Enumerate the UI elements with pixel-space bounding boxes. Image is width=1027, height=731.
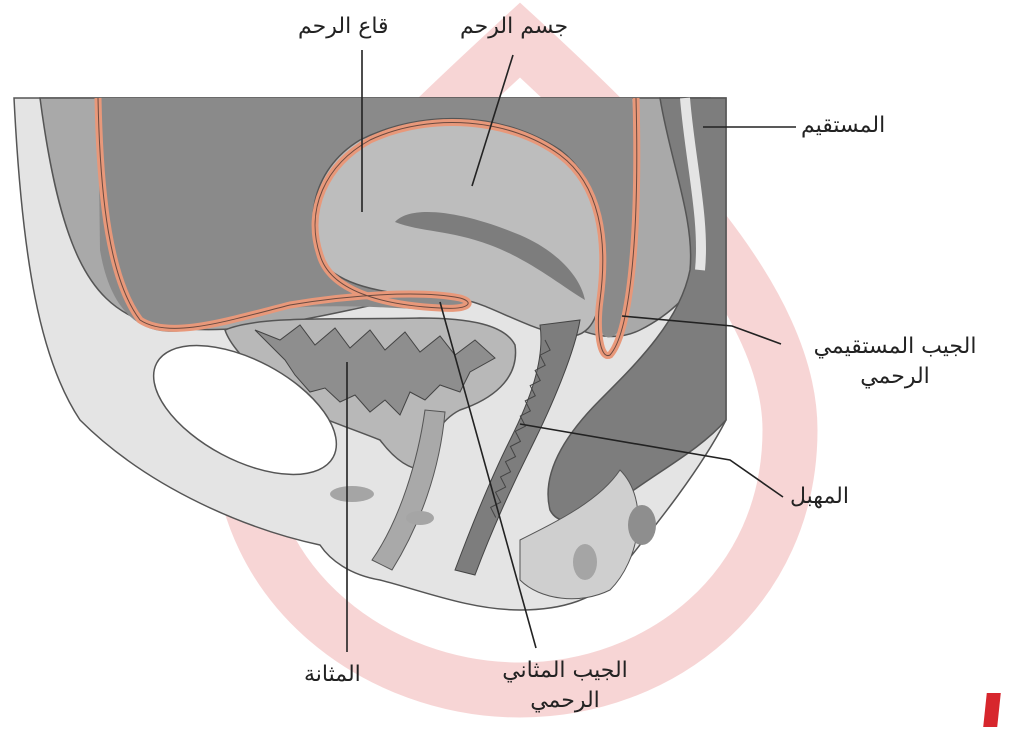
label-rectum: المستقيم xyxy=(801,111,885,141)
label-bladder: المثانة xyxy=(304,660,361,690)
label-rectouterine-pouch-line2: الرحمي xyxy=(784,362,1006,392)
label-vesicouterine-pouch-line2: الرحمي xyxy=(470,686,660,716)
label-uterine-fundus: قاع الرحم xyxy=(298,12,389,42)
label-rectouterine-pouch: الجيب المستقيمي الرحمي xyxy=(784,332,1006,391)
label-vesicouterine-pouch-line1: الجيب المثاني xyxy=(470,656,660,686)
label-vagina: المهبل xyxy=(790,482,849,512)
label-vesicouterine-pouch: الجيب المثاني الرحمي xyxy=(470,656,660,715)
label-rectouterine-pouch-line1: الجيب المستقيمي xyxy=(784,332,1006,362)
label-uterine-body: جسم الرحم xyxy=(460,12,568,42)
